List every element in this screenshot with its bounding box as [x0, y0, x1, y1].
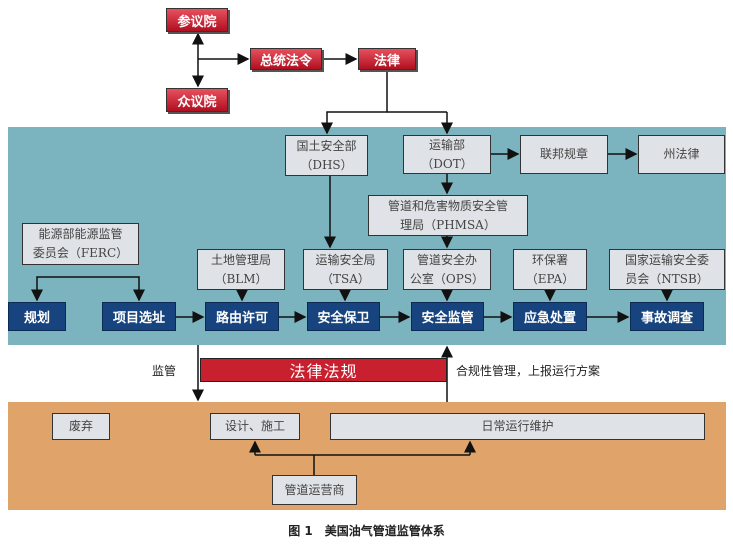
- tsa-box: 运输安全局 （TSA）: [303, 249, 388, 290]
- supervise-label: 监管: [152, 364, 177, 378]
- stage-accident-investigation: 事故调查: [630, 302, 704, 331]
- stage-security: 安全保卫: [307, 302, 380, 331]
- ntsb-box: 国家运输安全委 员会（NTSB）: [609, 249, 725, 290]
- federal-regulations-box: 联邦规章: [520, 135, 608, 174]
- stage-emergency-response: 应急处置: [513, 302, 587, 331]
- daily-ops-box: 日常运行维护: [330, 413, 705, 440]
- phmsa-box: 管道和危害物质安全管 理局（PHMSA）: [368, 195, 528, 236]
- blm-box: 土地管理局 （BLM）: [197, 249, 285, 290]
- design-build-box: 设计、施工: [210, 413, 300, 440]
- stage-safety-supervision: 安全监管: [411, 302, 484, 331]
- dhs-box: 国土安全部 （DHS）: [285, 135, 368, 176]
- compliance-label: 合规性管理，上报运行方案: [456, 364, 601, 378]
- ferc-box: 能源部能源监管 委员会（FERC）: [22, 223, 139, 265]
- figure-caption: 图 1 美国油气管道监管体系: [288, 524, 445, 538]
- state-law-box: 州法律: [638, 135, 725, 174]
- stage-site-selection: 项目选址: [102, 302, 176, 331]
- pipeline-operator-box: 管道运营商: [272, 475, 357, 505]
- house-box: 众议院: [166, 88, 228, 112]
- stage-route-permit: 路由许可: [205, 302, 279, 331]
- stage-planning: 规划: [8, 302, 66, 331]
- dot-box: 运输部 （DOT）: [403, 135, 491, 174]
- epa-box: 环保署 （EPA）: [513, 249, 587, 290]
- ops-box: 管道安全办 公室（OPS）: [403, 249, 491, 290]
- law-box: 法律: [358, 48, 416, 70]
- presidential-decree-box: 总统法令: [250, 48, 322, 70]
- abandon-box: 废弃: [52, 413, 110, 440]
- senate-box: 参议院: [166, 8, 228, 32]
- laws-regulations-bar: 法律法规: [200, 358, 447, 382]
